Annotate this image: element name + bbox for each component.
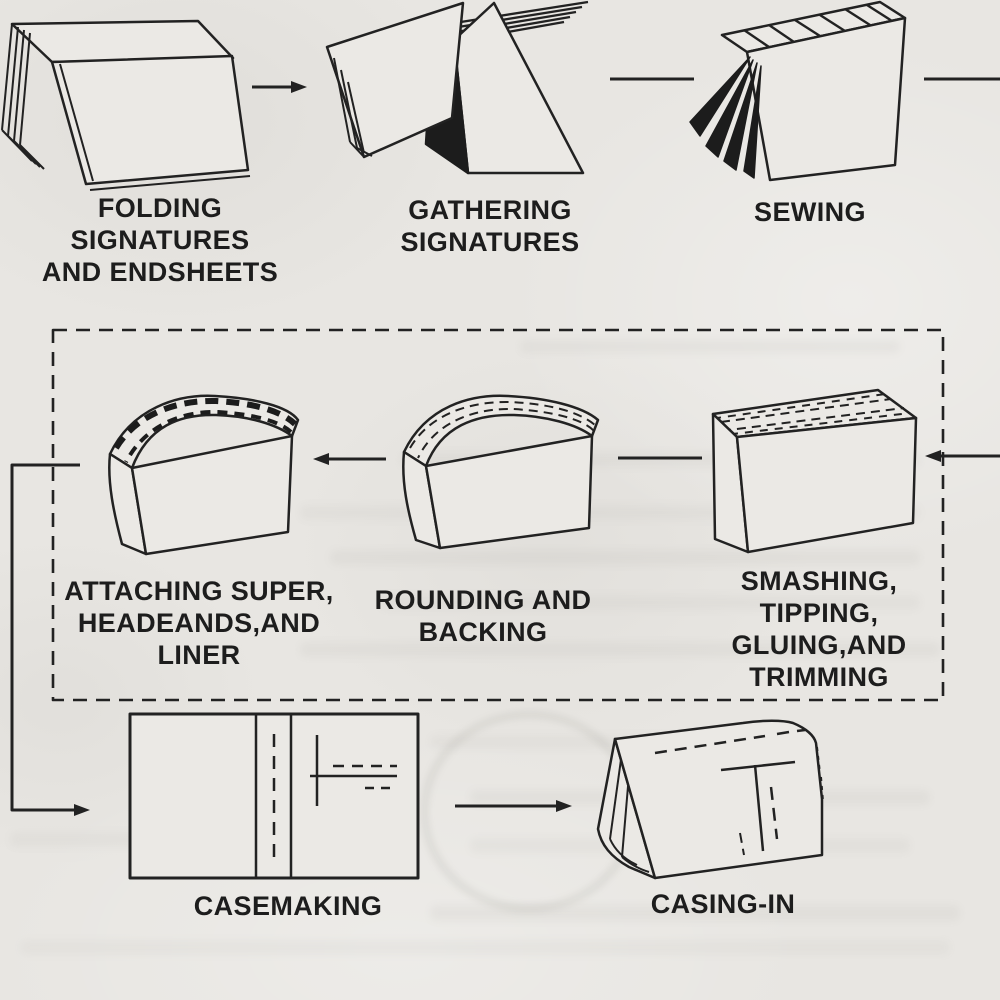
arrow-right-edge-to-smashing: [925, 450, 1000, 462]
step-label-rounding: ROUNDING AND BACKING: [374, 585, 592, 647]
dashed-group-box: [51, 328, 945, 702]
sewn-signatures-icon: [689, 0, 907, 182]
arrow-attaching-to-casemaking: [10, 463, 90, 816]
smashed-book-block-icon: [711, 388, 918, 554]
step-label-casingin: CASING-IN: [650, 889, 796, 919]
open-book-case-icon: [128, 712, 420, 880]
arrow-casemaking-to-casingin: [455, 800, 572, 812]
arrow-folding-to-gathering: [252, 81, 307, 93]
folded-signatures-icon: [1, 19, 251, 191]
gathered-signatures-icon: [325, 0, 589, 175]
step-label-casemaking: CASEMAKING: [193, 891, 383, 921]
rounded-backed-block-icon: [402, 394, 600, 550]
cased-in-book-icon: [596, 719, 824, 880]
step-label-folding: FOLDING SIGNATURES AND ENDSHEETS: [41, 193, 279, 287]
step-label-smashing: SMASHING, TIPPING, GLUING,AND TRIMMING: [731, 566, 907, 692]
super-headband-liner-icon: [108, 394, 300, 556]
arrow-rounding-to-attaching: [313, 453, 386, 465]
step-label-gathering: GATHERING SIGNATURES: [400, 195, 580, 257]
step-label-sewing: SEWING: [754, 197, 866, 227]
step-label-attaching: ATTACHING SUPER, HEADEANDS,AND LINER: [64, 576, 334, 670]
